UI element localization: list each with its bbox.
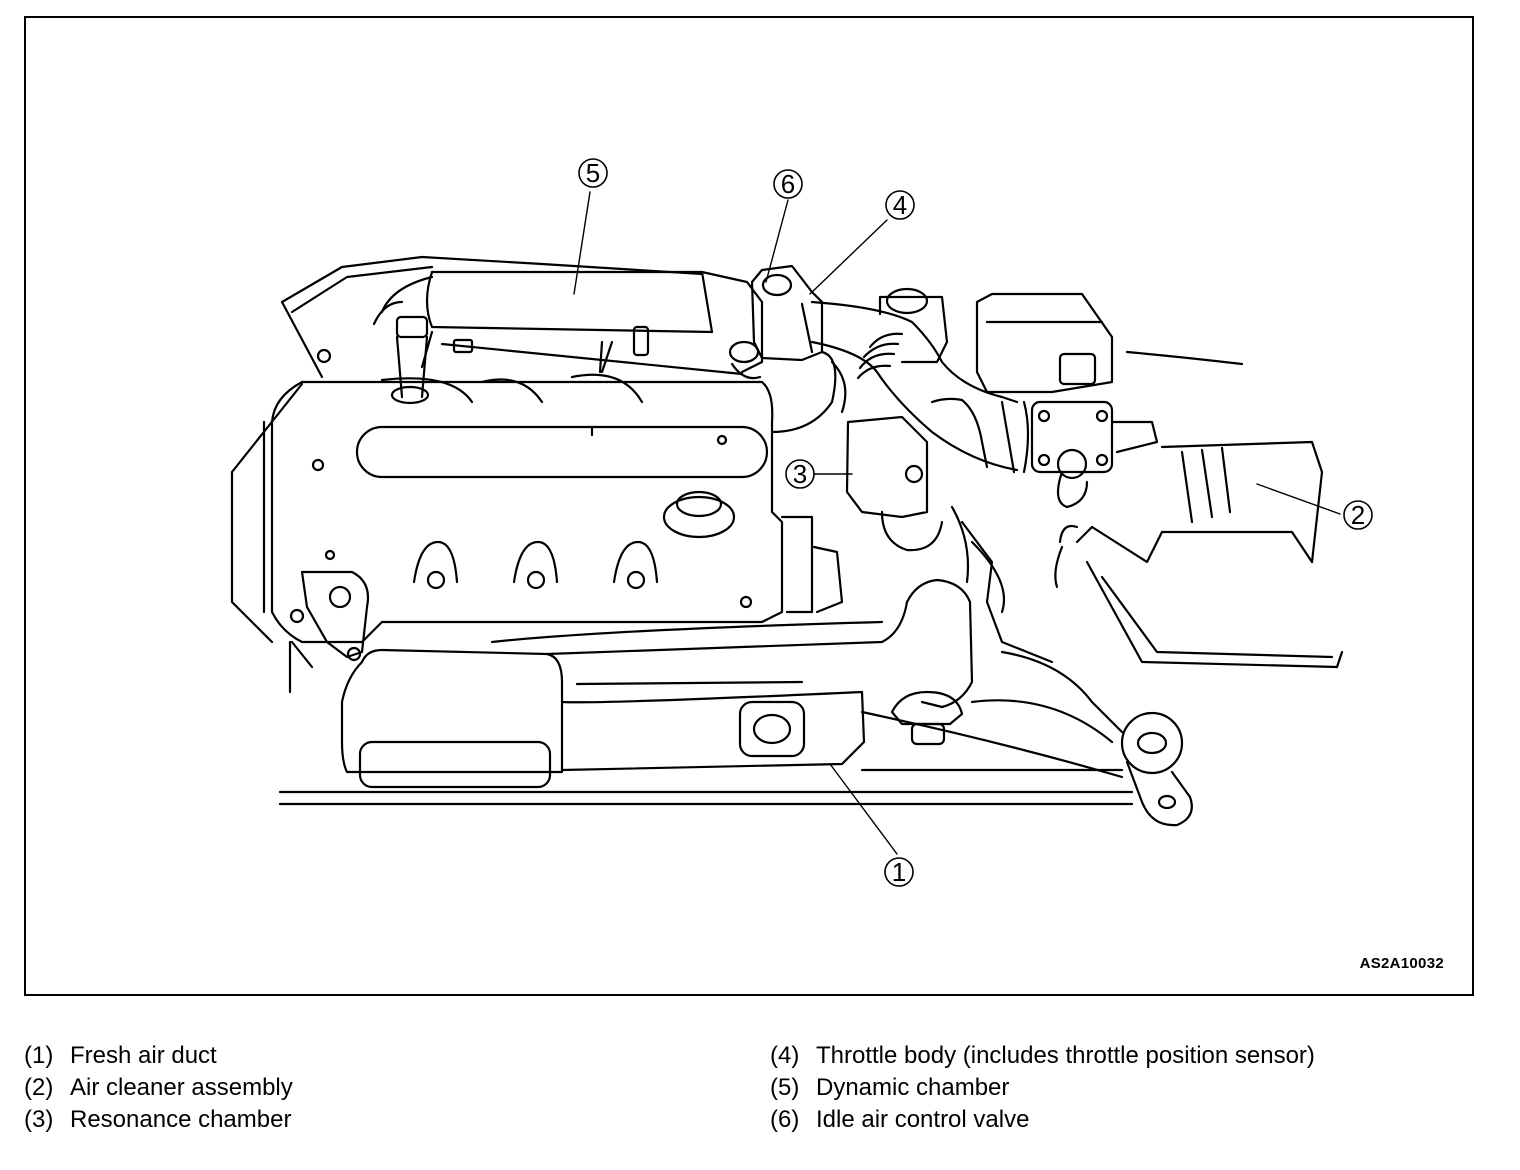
- intake-duct: [810, 300, 1030, 474]
- legend-right-column: (4) Throttle body (includes throttle posi…: [770, 1040, 1315, 1136]
- resonance-chamber: [845, 415, 944, 552]
- legend-number: (1): [24, 1042, 54, 1069]
- legend-left-column: (1) Fresh air duct (2) Air cleaner assembl…: [24, 1040, 293, 1136]
- throttle-body: [728, 264, 847, 434]
- callout-2: 2: [1343, 500, 1373, 530]
- fresh-air-duct: [340, 578, 974, 789]
- legend-item-fresh-air-duct: (1) Fresh air duct: [24, 1040, 293, 1072]
- legend-item-air-cleaner: (2) Air cleaner assembly: [24, 1072, 293, 1104]
- callout-3: 3: [785, 459, 815, 489]
- legend-item-dynamic-chamber: (5) Dynamic chamber: [770, 1072, 1315, 1104]
- legend-item-idle-air-control: (6) Idle air control valve: [770, 1104, 1315, 1136]
- legend-number: (2): [24, 1074, 54, 1101]
- svg-text:5: 5: [586, 158, 600, 188]
- figure-code: AS2A10032: [1359, 955, 1444, 972]
- air-cleaner: [1054, 350, 1344, 669]
- legend-label: Fresh air duct: [70, 1042, 217, 1069]
- callout-1: 1: [884, 857, 914, 887]
- legend-label: Idle air control valve: [816, 1106, 1030, 1133]
- sensor-housing: [1030, 400, 1159, 509]
- legend-number: (6): [770, 1106, 800, 1133]
- frame-rail: [278, 768, 1134, 806]
- callout-6: 6: [773, 169, 803, 199]
- legend-item-resonance-chamber: (3) Resonance chamber: [24, 1104, 293, 1136]
- intake-manifold: [280, 255, 704, 404]
- legend-label: Resonance chamber: [70, 1106, 292, 1133]
- svg-text:6: 6: [781, 169, 795, 199]
- svg-text:2: 2: [1351, 500, 1365, 530]
- callout-5: 5: [578, 158, 608, 188]
- svg-text:3: 3: [793, 459, 807, 489]
- legend-label: Dynamic chamber: [816, 1074, 1010, 1101]
- hoses: [780, 505, 1193, 827]
- svg-text:4: 4: [893, 190, 907, 220]
- figure-frame: 5 6 4 3 2 1 AS2A10032: [24, 16, 1474, 996]
- legend-number: (4): [770, 1042, 800, 1069]
- leader-lines: [573, 191, 1341, 855]
- callout-4: 4: [885, 190, 915, 220]
- dynamic-chamber: [372, 270, 764, 405]
- legend-label: Air cleaner assembly: [70, 1074, 293, 1101]
- svg-text:1: 1: [892, 857, 906, 887]
- reservoir-caps: [878, 287, 1114, 394]
- legend-label: Throttle body (includes throttle positio…: [816, 1042, 1315, 1069]
- legend-number: (3): [24, 1106, 54, 1133]
- valve-cover: [230, 380, 784, 694]
- legend-number: (5): [770, 1074, 800, 1101]
- legend-item-throttle-body: (4) Throttle body (includes throttle posi…: [770, 1040, 1315, 1072]
